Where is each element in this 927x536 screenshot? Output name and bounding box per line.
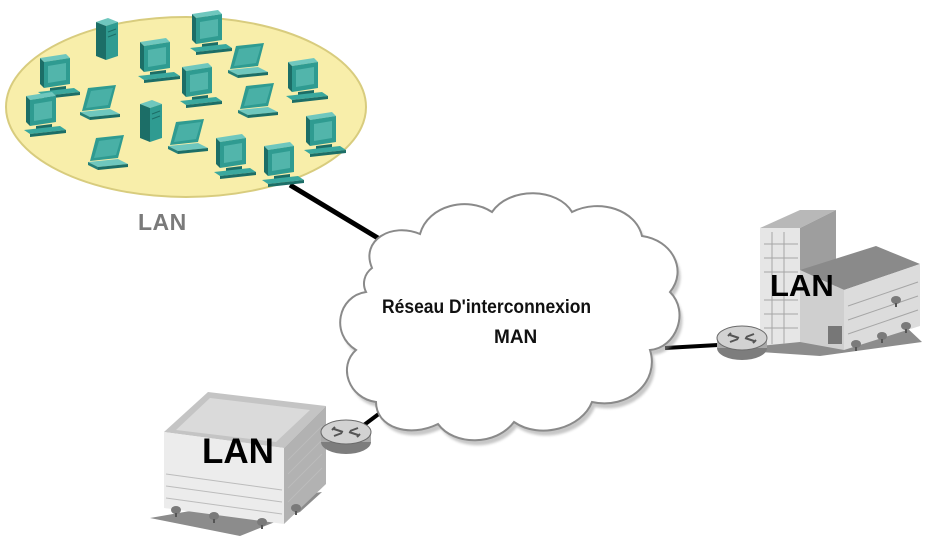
router-icon-right [716,325,768,361]
tower-server-icon [95,17,119,61]
lan-left-group [5,10,367,198]
tower-server-icon [139,99,163,143]
office-building-icon-bottom [150,392,326,536]
lan-bottom-label: LAN [202,432,274,471]
link-cloud-to-right-router [664,343,719,350]
lan-left-label: LAN [138,209,187,235]
router-icon-bottom [320,419,372,455]
man-network-label: Réseau D'interconnexion [382,297,592,318]
lan-right-label: LAN [770,268,834,303]
office-building-icon-right [748,210,922,356]
cloud-icon [339,192,683,446]
man-network-type-label: MAN [494,327,538,348]
